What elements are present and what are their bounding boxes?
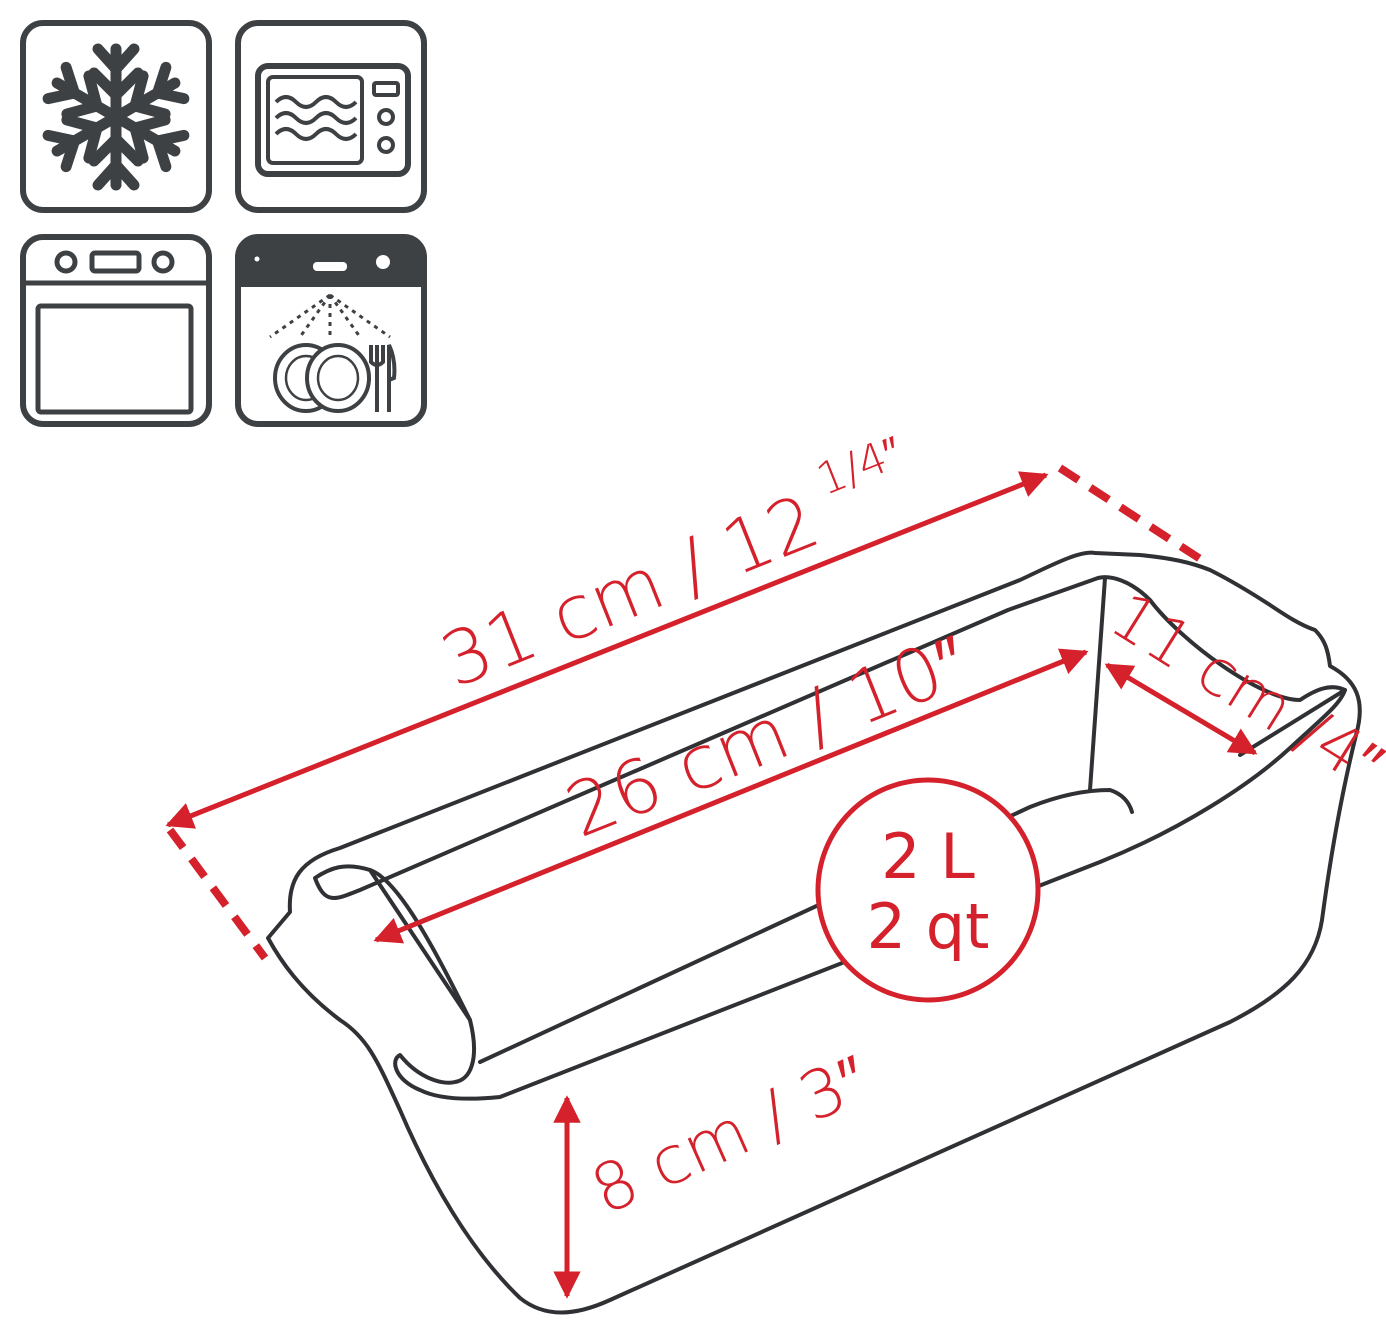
inner-length-arrow: [373, 648, 1089, 944]
outer-length-extension-left: [166, 827, 269, 961]
capacity-liters: 2 L: [881, 820, 975, 893]
dimension-arrows: [165, 464, 1258, 1299]
oven-safe-badge: [20, 234, 212, 427]
capacity-badge: 2 L 2 qt: [815, 777, 1041, 1003]
microwave-safe-badge: [235, 20, 427, 213]
snowflake-icon: [46, 43, 186, 185]
dishwasher-safe-badge: [235, 234, 427, 427]
capacity-quarts: 2 qt: [867, 890, 990, 963]
oven-icon: [23, 250, 209, 415]
outer-length-extension-right: [1057, 464, 1208, 566]
freezer-safe-badge: [20, 20, 212, 213]
microwave-icon: [255, 63, 411, 177]
dishwasher-icon: [254, 255, 397, 413]
outer-length-fraction: 1/4″: [810, 427, 909, 506]
width-arrow: [1104, 662, 1258, 756]
